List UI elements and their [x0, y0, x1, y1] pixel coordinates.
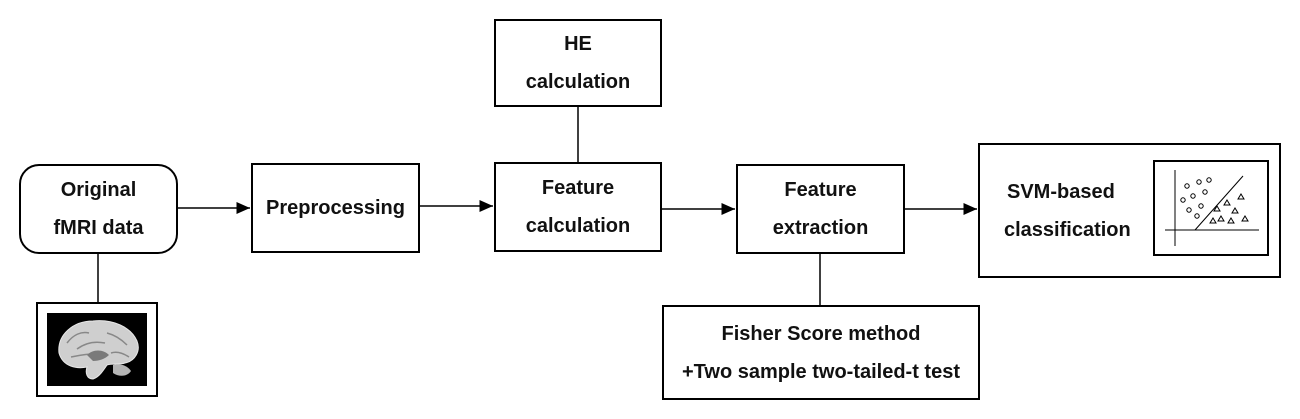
he-line2: calculation [525, 71, 631, 93]
he-line1: HE [564, 33, 592, 55]
preprocessing-box: Preprocessing [251, 163, 420, 253]
feature-extract-line1: Feature [784, 179, 857, 201]
feature-calculation-box: Feature calculation [494, 162, 662, 252]
he-calculation-box: HE calculation [494, 19, 662, 107]
svm-line2: classification [1004, 218, 1131, 241]
fisher-line2: +Two sample two-tailed-t test [682, 360, 960, 383]
svm-scatter-plot-icon [1153, 160, 1269, 256]
fisher-score-box: Fisher Score method +Two sample two-tail… [662, 305, 980, 400]
feature-calc-line2: calculation [525, 215, 631, 237]
feature-extract-line2: extraction [772, 217, 869, 239]
preprocessing-label: Preprocessing [266, 197, 405, 219]
brain-mri-icon [36, 302, 158, 397]
svm-line1: SVM-based [1007, 180, 1115, 203]
original-line2: fMRI data [53, 217, 144, 239]
feature-extraction-box: Feature extraction [736, 164, 905, 254]
feature-calc-line1: Feature [541, 177, 615, 199]
original-fmri-data-box: Original fMRI data [19, 164, 178, 254]
fisher-line1: Fisher Score method [721, 322, 921, 345]
original-line1: Original [60, 179, 137, 201]
